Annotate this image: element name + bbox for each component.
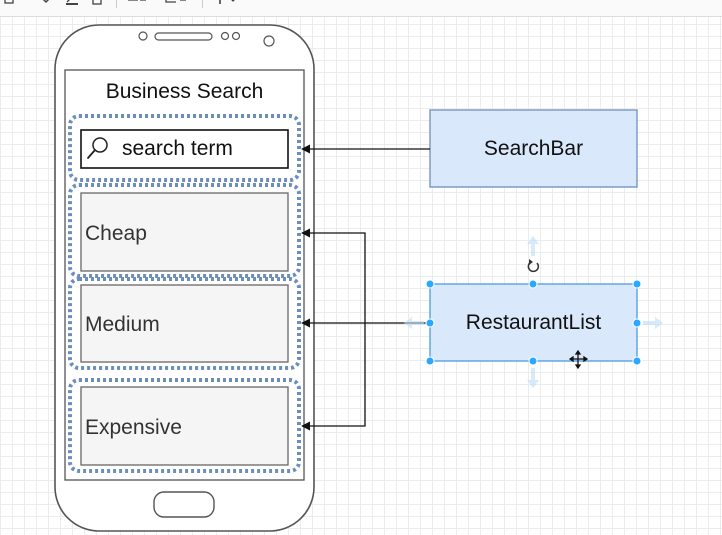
- sensor-dot-1: [220, 31, 230, 41]
- list-item-medium-label: Medium: [85, 313, 160, 336]
- resize-handle-w: [425, 318, 435, 328]
- resize-handle-s: [528, 356, 538, 366]
- app-title: Business Search: [105, 80, 264, 103]
- restaurantlist-label: RestaurantList: [465, 310, 602, 334]
- arrow-down-icon[interactable]: [527, 368, 539, 388]
- resize-handle-n: [528, 279, 538, 289]
- insert-icon[interactable]: [214, 0, 240, 6]
- searchbar-label: SearchBar: [483, 136, 584, 160]
- resize-handle-nw: [425, 279, 435, 289]
- selection-handles[interactable]: [425, 279, 642, 366]
- line-color-icon[interactable]: [64, 0, 80, 6]
- resize-handle-e: [632, 318, 642, 328]
- connector-icon[interactable]: [164, 0, 190, 6]
- search-placeholder: search term: [122, 137, 233, 160]
- resize-handle-sw: [425, 356, 435, 366]
- shadow-icon[interactable]: [92, 0, 104, 6]
- home-button-icon[interactable]: [153, 491, 215, 518]
- connector-expensive[interactable]: [301, 323, 366, 431]
- rotate-icon[interactable]: [527, 259, 540, 273]
- camera-icon: [138, 31, 148, 41]
- medium-group-outline[interactable]: [68, 277, 301, 370]
- list-item-medium[interactable]: [80, 284, 289, 363]
- shape-icon[interactable]: [4, 0, 16, 6]
- list-item-cheap-label: Cheap: [85, 222, 147, 245]
- arrow-left-icon[interactable]: [404, 317, 424, 329]
- list-item-expensive[interactable]: [80, 386, 289, 466]
- search-icon: [87, 137, 108, 159]
- resize-handle-ne: [632, 279, 642, 289]
- arrow-right-icon[interactable]: [643, 317, 663, 329]
- front-camera: [263, 35, 275, 47]
- sensor-dot-2: [231, 31, 241, 41]
- waypoint-icon[interactable]: [126, 0, 148, 6]
- fill-icon[interactable]: [38, 0, 52, 6]
- connector-cheap[interactable]: [301, 228, 366, 323]
- speaker-grille: [154, 32, 213, 41]
- arrow-up-icon[interactable]: [527, 236, 539, 256]
- toolbar: [0, 0, 722, 17]
- searchbar-group-outline[interactable]: [68, 114, 301, 182]
- search-field[interactable]: [80, 129, 289, 169]
- resize-handle-se: [632, 356, 642, 366]
- restaurantlist-component[interactable]: [429, 283, 638, 362]
- list-item-cheap[interactable]: [80, 192, 289, 272]
- list-item-expensive-label: Expensive: [85, 416, 182, 439]
- move-icon: [568, 349, 589, 370]
